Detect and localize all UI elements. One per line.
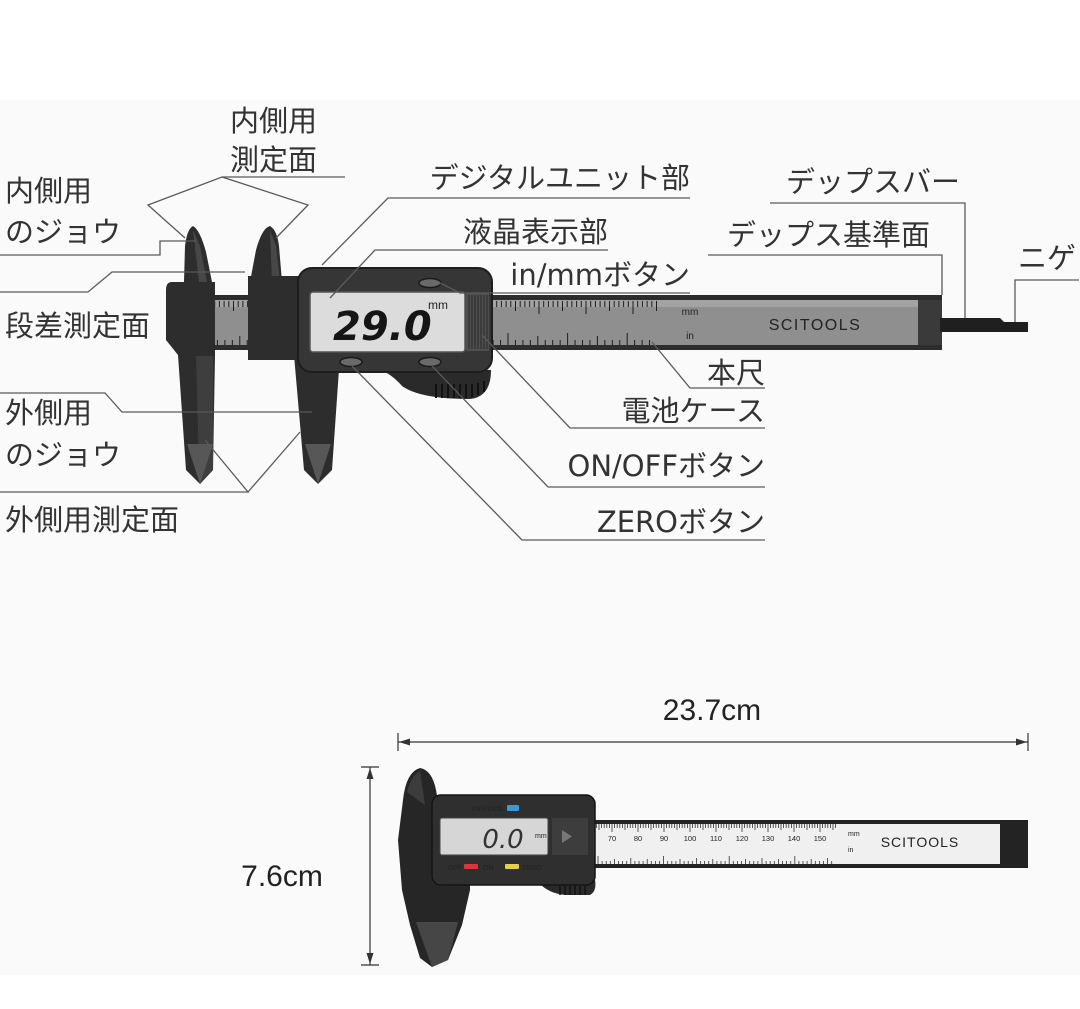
lcd-reading: 29.0 [333,304,432,350]
label-relief: ニゲ [1018,241,1076,275]
callout-line-zero-button [351,365,765,541]
callout-line-depth-reference-face [708,254,943,295]
bottom-zero-label: ZERO [522,865,542,872]
bottom-mode-button-label: mm/inch [472,804,502,813]
label-main-scale: 本尺 [707,356,765,390]
lcd-unit: mm [428,298,448,312]
callout-line-inner-jaw [0,240,196,256]
sliding-outer-measuring-face [305,444,331,484]
bottom-brand-logo-text: SCITOOLS [881,834,960,850]
scale-number: 80 [634,834,642,843]
label-inner-jaw-line1: 内側用 [5,174,92,208]
label-in-mm-button: in/mmボタン [510,258,690,292]
bottom-lcd-reading: 0.0 [482,825,523,855]
bottom-scale-numbers: 70 80 90 100 110 120 130 140 150 [608,834,826,843]
thumb-wheel-ridges [435,381,485,398]
callout-lines [0,176,1079,541]
arrow-up-icon [366,768,374,779]
play-triangle-icon [562,830,572,843]
sliding-inner-jaw-facet [270,230,280,282]
bottom-zero-button [505,864,519,869]
scale-unit-mm: mm [682,307,699,318]
bottom-mode-button [507,805,519,811]
bottom-scale-unit-mm: mm [848,831,860,838]
arrow-left-icon [399,738,410,746]
scale-number: 130 [762,834,775,843]
scale-number: 140 [788,834,801,843]
callout-line-lcd [329,249,608,299]
fixed-outer-measuring-face [187,444,213,484]
label-outer-jaw-line2: のジョウ [5,438,121,472]
in-mm-button [418,277,442,289]
arrow-right-icon [1016,738,1027,746]
callout-line-in-mm-button [439,282,690,294]
bottom-scale-unit-in: in [848,847,854,854]
bottom-scale-ticks [596,824,836,864]
dimension-height-label: 7.6cm [241,860,323,893]
scale-unit-in: in [686,331,694,342]
on-off-button [418,356,442,368]
callout-line-digital-unit [321,197,690,266]
slider-body [248,276,304,360]
callout-line-main-scale [651,341,765,389]
callout-line-relief [1014,279,1079,322]
bottom-outer-measuring-face [416,922,458,967]
battery-case-texture [468,295,488,349]
label-depth-reference-face: デップス基準面 [727,218,930,252]
scale-number: 120 [736,834,749,843]
callout-line-depth-bar [770,202,966,318]
arrow-down-icon [366,953,374,964]
label-outer-jaw-line1: 外側用 [5,396,92,430]
dimension-annotations: 23.7cm 7.6cm [241,694,1029,966]
callout-line-outer-jaw [0,392,312,413]
bottom-inner-jaw-facet [407,771,425,805]
bottom-scale-window [594,824,1000,864]
scale-number: 100 [684,834,697,843]
top-caliper: 0 mm in SCITOOLS [166,226,1028,484]
depth-bar [940,318,1028,332]
bottom-thumb-wheel-ridges [559,886,586,895]
label-inner-jaw-line2: のジョウ [5,215,121,249]
callout-line-outer-measuring-face-right [247,431,301,493]
scale-number: 150 [814,834,827,843]
label-depth-bar: デップスバー [786,165,960,199]
scale-number: 90 [660,834,668,843]
bottom-lcd-display [439,817,549,856]
callout-labels: 内側用 測定面 内側用 のジョウ デジタルユニット部 液晶表示部 in/mmボタ… [5,104,1076,539]
sliding-outer-jaw [294,355,340,484]
beam-end-face [918,300,942,345]
label-step-measuring-face: 段差測定面 [5,309,150,343]
brand-logo-text: SCITOOLS [769,317,862,334]
bottom-on-label: ON [483,865,494,872]
callout-line-battery-case [481,334,765,429]
label-outer-measuring-face: 外側用測定面 [5,503,179,537]
fixed-inner-jaw-facet [193,230,207,282]
zero-button [339,356,363,368]
label-on-off-button: ON/OFFボタン [568,449,765,483]
lcd-display [309,291,466,353]
dimension-width-label: 23.7cm [663,694,761,727]
label-zero-button: ZEROボタン [597,505,765,539]
callout-line-on-off-button [431,365,765,488]
label-digital-unit: デジタルユニット部 [430,161,690,195]
label-lcd: 液晶表示部 [463,215,608,249]
label-battery-case: 電池ケース [621,394,765,428]
bottom-on-off-button [464,864,478,869]
callout-line-step-measuring-face [0,271,245,293]
scale-number: 110 [710,834,722,843]
thumb-wheel-housing [372,366,491,399]
label-inner-measuring-face-line1: 内側用 [230,104,317,138]
label-inner-measuring-face-line2: 測定面 [230,143,317,177]
callout-line-inner-measuring-face-right [221,176,310,239]
callout-line-inner-measuring-face [146,176,345,239]
scale-number: 70 [608,834,616,843]
bottom-lcd-unit: mm [535,833,547,840]
bottom-off-label: OFF [448,865,462,872]
